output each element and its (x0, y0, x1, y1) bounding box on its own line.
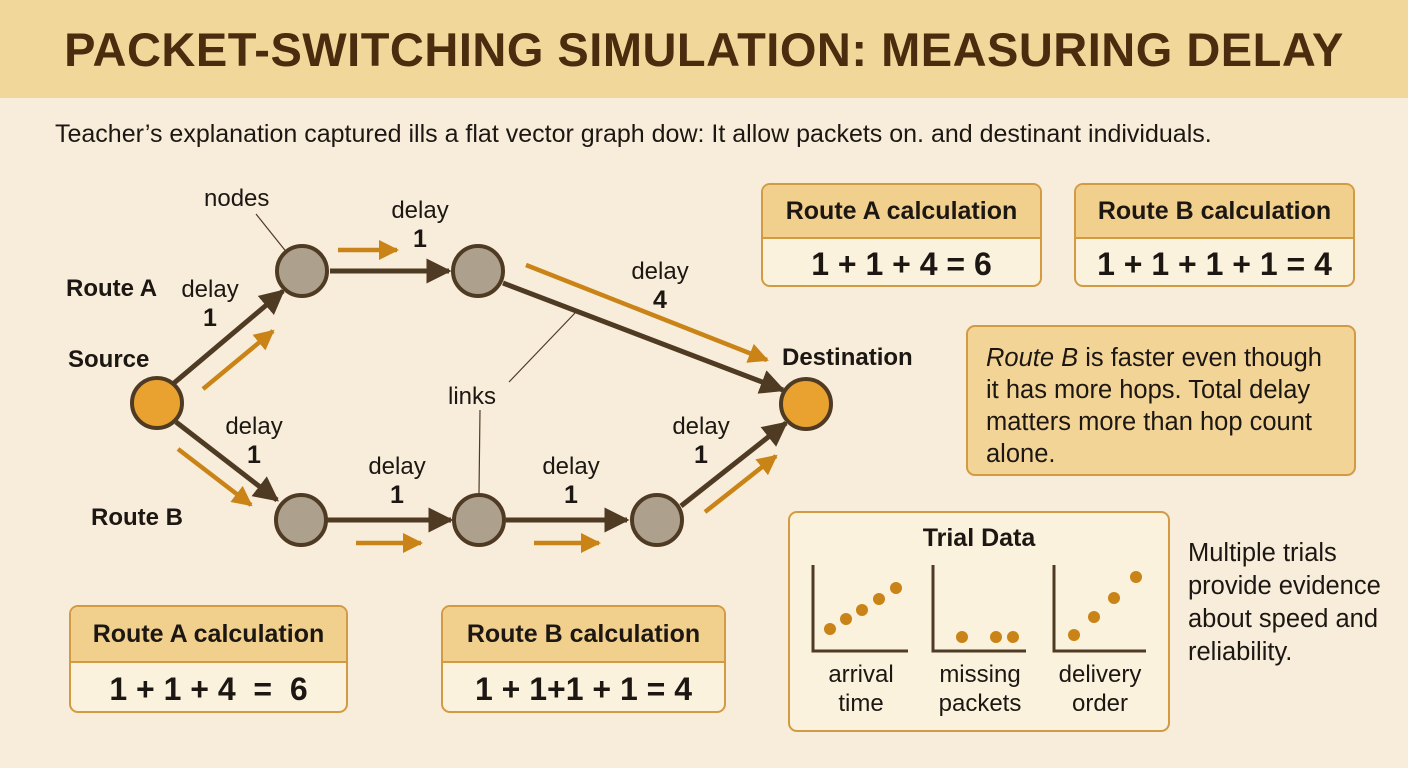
svg-text:1: 1 (564, 481, 578, 509)
flow-arrow (176, 447, 253, 507)
svg-text:1: 1 (413, 225, 427, 253)
flow-arrow (703, 454, 778, 514)
route-b-label: Route B (91, 504, 183, 531)
svg-text:delay: delay (631, 258, 688, 285)
svg-text:1: 1 (694, 441, 708, 469)
note-text: is faster even though it has more hops. … (986, 344, 1322, 468)
nodes-label: nodes (204, 185, 269, 212)
page-title: PACKET-SWITCHING SIMULATION: MEASURING D… (64, 23, 1344, 76)
source-node (130, 376, 184, 430)
mini-chart-dot (1088, 611, 1100, 623)
links-label: links (448, 383, 496, 410)
annotation-pointers (255, 213, 576, 494)
mini-chart-dot (1108, 592, 1120, 604)
mini-chart-axes-missing (931, 565, 1026, 653)
mini-chart-dot (1130, 571, 1142, 583)
subtitle: Teacher’s explanation captured ills a fl… (55, 120, 1212, 148)
svg-text:delay: delay (181, 276, 238, 303)
network-nodes (130, 244, 833, 547)
trial-mini-charts (811, 565, 1146, 653)
router-node-a1 (275, 244, 329, 298)
delay-label-a3: delay 4 (631, 258, 688, 314)
calc-expression: 1 + 1 + 1 + 1 = 4 (1097, 246, 1332, 282)
trial-data-title: Trial Data (922, 524, 1036, 552)
trials-side-note: Multiple trials provide evidence about s… (1188, 539, 1381, 666)
mini-chart-dot (1007, 631, 1019, 643)
svg-text:delay: delay (542, 453, 599, 480)
destination-label: Destination (782, 344, 913, 371)
mini-chart-dot (856, 604, 868, 616)
network-links (172, 258, 788, 533)
route-a-calculation-bottom: Route A calculation 1 + 1 + 4 = 6 (69, 605, 348, 713)
destination-node (779, 377, 833, 431)
mini-chart-dot (956, 631, 968, 643)
delay-label-b1: delay 1 (225, 413, 282, 469)
calc-expression: 1 + 1 + 4 = 6 (811, 246, 992, 282)
calc-heading: Route A calculation (763, 185, 1040, 239)
source-label: Source (68, 346, 149, 373)
conclusion-note: Route B is faster even though it has mor… (966, 325, 1356, 476)
mini-chart-dot (990, 631, 1002, 643)
delay-label-a1: delay 1 (181, 276, 238, 332)
link-b3-destination (679, 421, 788, 508)
route-b-calculation-top: Route B calculation 1 + 1 + 1 + 1 = 4 (1074, 183, 1355, 287)
mini-chart-dot (824, 623, 836, 635)
calc-heading: Route B calculation (1076, 185, 1353, 239)
link-source-a1 (172, 289, 285, 385)
route-a-label: Route A (66, 275, 157, 302)
link-source-b1 (174, 420, 279, 502)
calc-expression: 1 + 1 + 4 = 6 (109, 671, 308, 707)
delay-label-b3: delay 1 (542, 453, 599, 509)
calc-heading: Route B calculation (443, 607, 724, 663)
delay-label-a2: delay 1 (391, 197, 448, 253)
router-node-b1 (274, 493, 328, 547)
mini-chart-axes-arrival (811, 565, 908, 653)
svg-text:1: 1 (203, 304, 217, 332)
delay-label-b2: delay 1 (368, 453, 425, 509)
mini-chart-dot (890, 582, 902, 594)
route-b-calculation-bottom: Route B calculation 1 + 1+1 + 1 = 4 (441, 605, 726, 713)
mini-chart-dot (1068, 629, 1080, 641)
flow-arrow (201, 329, 275, 391)
svg-text:1: 1 (390, 481, 404, 509)
note-emphasis: Route B (986, 344, 1079, 372)
title-banner (0, 0, 1408, 98)
router-node-a2 (451, 244, 505, 298)
link-a2-destination (502, 280, 786, 394)
flow-arrow (525, 262, 769, 363)
router-node-b2 (452, 493, 506, 547)
svg-text:4: 4 (653, 286, 667, 314)
svg-text:delay: delay (391, 197, 448, 224)
svg-text:delay: delay (225, 413, 282, 440)
packet-flow-arrows (176, 239, 778, 554)
svg-text:delay: delay (368, 453, 425, 480)
mini-chart-axes-delivery (1052, 565, 1146, 653)
svg-text:1: 1 (247, 441, 261, 469)
calc-heading: Route A calculation (71, 607, 346, 663)
delay-label-b4: delay 1 (672, 413, 729, 469)
mini-chart-dot (873, 593, 885, 605)
svg-text:delay: delay (672, 413, 729, 440)
route-a-calculation-top: Route A calculation 1 + 1 + 4 = 6 (761, 183, 1042, 287)
mini-chart-dot (840, 613, 852, 625)
router-node-b3 (630, 493, 684, 547)
calc-expression: 1 + 1+1 + 1 = 4 (474, 671, 693, 707)
